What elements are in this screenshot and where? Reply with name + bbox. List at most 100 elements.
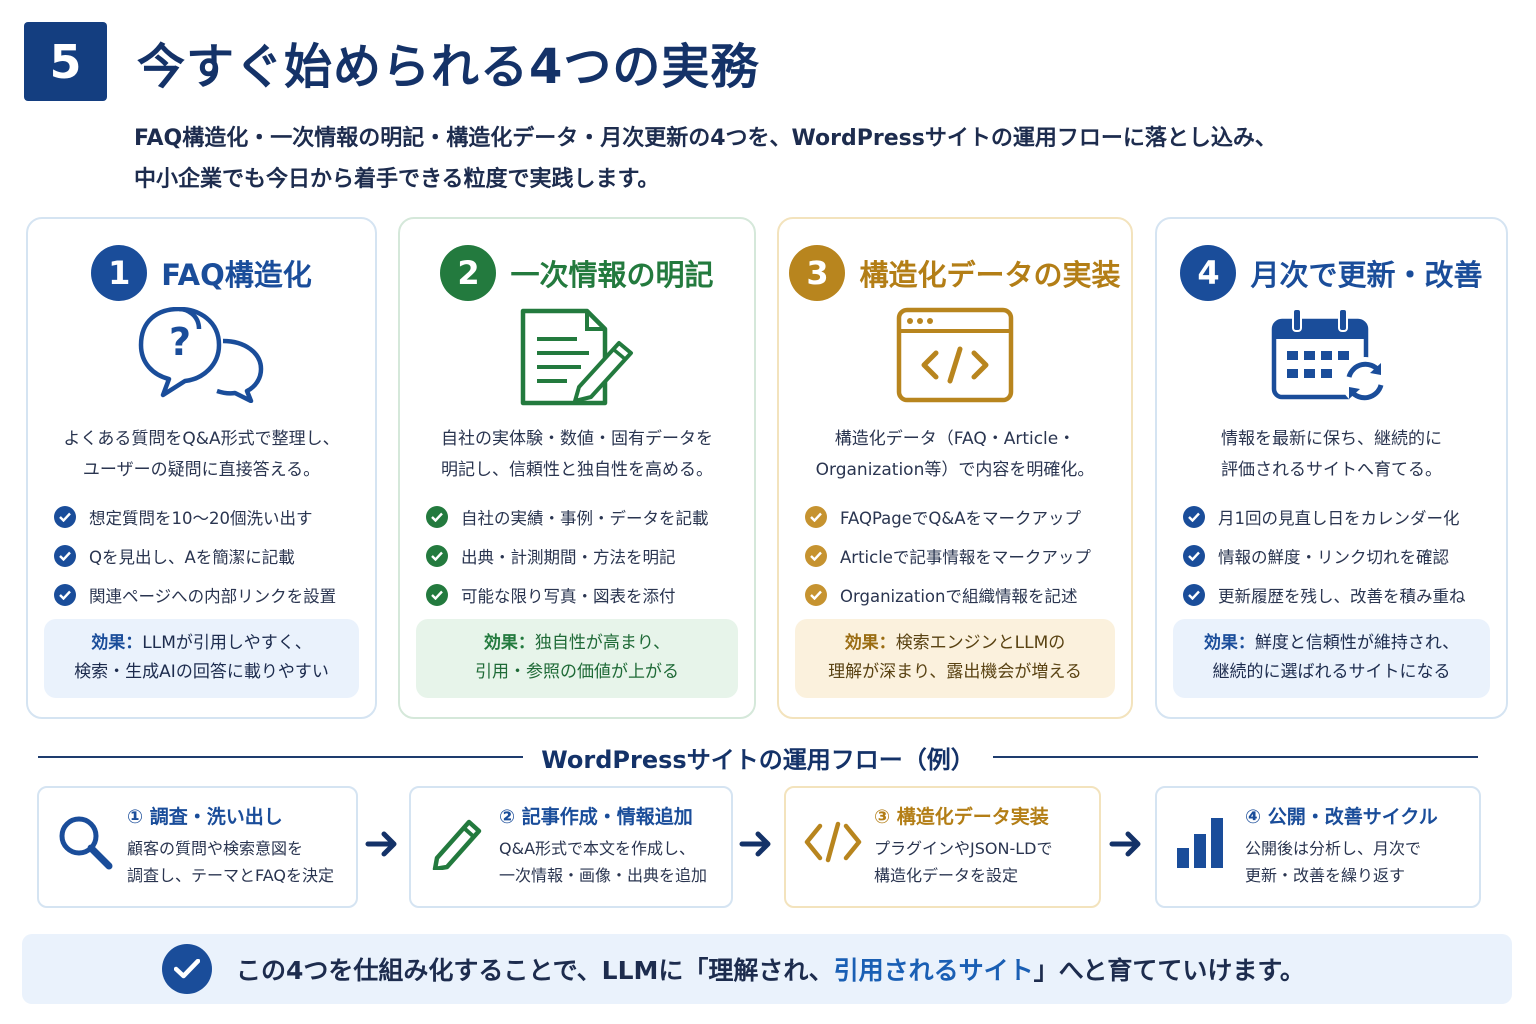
check-text: 可能な限り写真・図表を添付 xyxy=(461,586,676,606)
effect-line: 検索・生成AIの回答に載りやすい xyxy=(74,662,329,682)
effect-line: 独自性が高まり、 xyxy=(534,633,671,653)
intro-text: FAQ構造化・一次情報の明記・構造化データ・月次更新の4つを、WordPress… xyxy=(134,118,1434,200)
flow-step-desc: 公開後は分析し、月次で xyxy=(1245,839,1422,858)
effect-label: 効果： xyxy=(91,633,143,653)
check-icon xyxy=(426,505,448,528)
effect-box: 効果：独自性が高まり、 引用・参照の価値が上がる xyxy=(416,619,738,698)
check-item: 関連ページへの内部リンクを設置 xyxy=(54,575,369,614)
document-pencil-icon xyxy=(519,307,635,411)
effect-box: 効果：検索エンジンとLLMの 理解が深まり、露出機会が増える xyxy=(795,619,1115,698)
effect-box: 効果：鮮度と信頼性が維持され、 継続的に選ばれるサイトになる xyxy=(1173,619,1490,698)
check-icon xyxy=(1183,544,1205,567)
card-title: 一次情報の明記 xyxy=(510,258,714,292)
faq-speech-bubbles-icon: ? xyxy=(137,306,267,407)
flow-title: WordPressサイトの運用フロー（例） xyxy=(541,745,975,774)
flow-step-publish-improve: ④ 公開・改善サイクル 公開後は分析し、月次で 更新・改善を繰り返す xyxy=(1155,786,1481,908)
check-text: Qを見出し、Aを簡潔に記載 xyxy=(89,547,295,567)
flow-step-desc: プラグインやJSON-LDで xyxy=(874,839,1053,858)
section-number-badge: 5 xyxy=(24,22,107,101)
flow-divider: WordPressサイトの運用フロー（例） xyxy=(38,741,1478,774)
check-icon xyxy=(805,544,827,567)
card-faq: 1 FAQ構造化 ? よくある質問をQ&A形式で整理し、 ユーザーの疑問に直接答… xyxy=(26,217,377,719)
intro-line-2: 中小企業でも今日から着手できる粒度で実践します。 xyxy=(134,167,660,192)
flow-step-desc: 更新・改善を繰り返す xyxy=(1245,866,1406,885)
effect-box: 効果：LLMが引用しやすく、 検索・生成AIの回答に載りやすい xyxy=(44,619,359,698)
desc-line: Organization等）で内容を明確化。 xyxy=(815,460,1095,480)
summary-banner: この4つを仕組み化することで、LLMに「理解され、引用されるサイト」へと育ててい… xyxy=(22,934,1512,1004)
check-text: 情報の鮮度・リンク切れを確認 xyxy=(1218,547,1449,567)
check-icon xyxy=(54,505,76,528)
check-item: 情報の鮮度・リンク切れを確認 xyxy=(1183,536,1500,575)
flow-step-writing: ② 記事作成・情報追加 Q&A形式で本文を作成し、 一次情報・画像・出典を追加 xyxy=(409,786,733,908)
flow-step-text: ② 記事作成・情報追加 Q&A形式で本文を作成し、 一次情報・画像・出典を追加 xyxy=(499,802,725,889)
effect-line: 検索エンジンとLLMの xyxy=(895,633,1066,653)
flow-step-desc: 調査し、テーマとFAQを決定 xyxy=(127,866,334,885)
check-item: 月1回の見直し日をカレンダー化 xyxy=(1183,497,1500,536)
calendar-refresh-icon xyxy=(1271,307,1393,411)
bar-chart-icon xyxy=(1175,814,1225,874)
flow-step-desc: 顧客の質問や検索意図を xyxy=(127,839,304,858)
check-icon xyxy=(54,583,76,606)
arrow-right-icon xyxy=(364,826,400,866)
check-icon xyxy=(1183,583,1205,606)
flow-step-desc: Q&A形式で本文を作成し、 xyxy=(499,839,696,858)
check-item: Qを見出し、Aを簡潔に記載 xyxy=(54,536,369,575)
desc-line: 自社の実体験・数値・固有データを xyxy=(441,429,713,449)
card-title: FAQ構造化 xyxy=(161,258,312,292)
card-number: 4 xyxy=(1180,245,1237,301)
check-list: FAQPageでQ&Aをマークアップ Articleで記事情報をマークアップ O… xyxy=(805,497,1125,614)
code-brackets-icon xyxy=(804,820,862,868)
summary-text-part: この4つを仕組み化することで、LLMに「理解され、 xyxy=(236,956,834,985)
check-item: 可能な限り写真・図表を添付 xyxy=(426,575,748,614)
summary-emphasis: 引用されるサイト xyxy=(833,956,1034,985)
flow-step-research: ① 調査・洗い出し 顧客の質問や検索意図を 調査し、テーマとFAQを決定 xyxy=(37,786,358,908)
check-text: 自社の実績・事例・データを記載 xyxy=(461,508,709,528)
summary-text: この4つを仕組み化することで、LLMに「理解され、引用されるサイト」へと育ててい… xyxy=(236,951,1305,987)
card-header: 3 構造化データの実装 xyxy=(779,245,1131,301)
check-item: Articleで記事情報をマークアップ xyxy=(805,536,1125,575)
check-icon xyxy=(426,583,448,606)
desc-line: ユーザーの疑問に直接答える。 xyxy=(82,460,321,480)
flow-step-structured-data: ③ 構造化データ実装 プラグインやJSON-LDで 構造化データを設定 xyxy=(784,786,1101,908)
check-text: Organizationで組織情報を記述 xyxy=(840,586,1078,606)
practice-cards: 1 FAQ構造化 ? よくある質問をQ&A形式で整理し、 ユーザーの疑問に直接答… xyxy=(26,217,1510,720)
flow-step-text: ③ 構造化データ実装 プラグインやJSON-LDで 構造化データを設定 xyxy=(874,802,1093,889)
effect-label: 効果： xyxy=(483,633,535,653)
check-icon xyxy=(805,583,827,606)
page-title: 今すぐ始められる4つの実務 xyxy=(137,38,760,95)
card-monthly-update: 4 月次で更新・改善 xyxy=(1155,217,1508,719)
desc-line: 明記し、信頼性と独自性を高める。 xyxy=(441,460,713,480)
divider-line xyxy=(38,756,524,758)
flow-step-label: ① 調査・洗い出し xyxy=(127,806,283,828)
check-circle-icon xyxy=(162,944,212,994)
check-item: 更新履歴を残し、改善を積み重ね xyxy=(1183,575,1500,614)
desc-line: 評価されるサイトへ育てる。 xyxy=(1221,460,1442,480)
check-item: 自社の実績・事例・データを記載 xyxy=(426,497,748,536)
code-window-icon xyxy=(896,307,1014,407)
summary-text-part: 」へと育てていけます。 xyxy=(1033,956,1305,985)
check-text: Articleで記事情報をマークアップ xyxy=(840,547,1091,567)
effect-label: 効果： xyxy=(1203,633,1255,653)
flow-step-label: ④ 公開・改善サイクル xyxy=(1245,806,1438,828)
effect-line: 鮮度と信頼性が維持され、 xyxy=(1254,633,1460,653)
card-number: 2 xyxy=(440,245,497,301)
divider-line xyxy=(992,756,1478,758)
card-header: 1 FAQ構造化 xyxy=(28,245,375,301)
card-title: 月次で更新・改善 xyxy=(1250,258,1483,292)
check-text: 想定質問を10〜20個洗い出す xyxy=(89,508,313,528)
check-text: 関連ページへの内部リンクを設置 xyxy=(89,586,337,606)
card-description: 構造化データ（FAQ・Article・ Organization等）で内容を明確… xyxy=(789,424,1121,486)
flow-step-desc: 構造化データを設定 xyxy=(874,866,1019,885)
check-item: Organizationで組織情報を記述 xyxy=(805,575,1125,614)
check-item: FAQPageでQ&Aをマークアップ xyxy=(805,497,1125,536)
card-number: 3 xyxy=(789,245,846,301)
card-header: 2 一次情報の明記 xyxy=(400,245,754,301)
check-text: 更新履歴を残し、改善を積み重ね xyxy=(1218,586,1466,606)
flow-step-label: ③ 構造化データ実装 xyxy=(874,806,1049,828)
desc-line: よくある質問をQ&A形式で整理し、 xyxy=(63,429,340,449)
card-primary-info: 2 一次情報の明記 自社の実体験・数値・固有データを 明記し、信頼性と独自性を高… xyxy=(398,217,756,719)
check-text: 月1回の見直し日をカレンダー化 xyxy=(1218,508,1460,528)
intro-line-1: FAQ構造化・一次情報の明記・構造化データ・月次更新の4つを、WordPress… xyxy=(134,126,1277,151)
desc-line: 構造化データ（FAQ・Article・ xyxy=(834,429,1076,449)
svg-text:?: ? xyxy=(168,320,190,364)
